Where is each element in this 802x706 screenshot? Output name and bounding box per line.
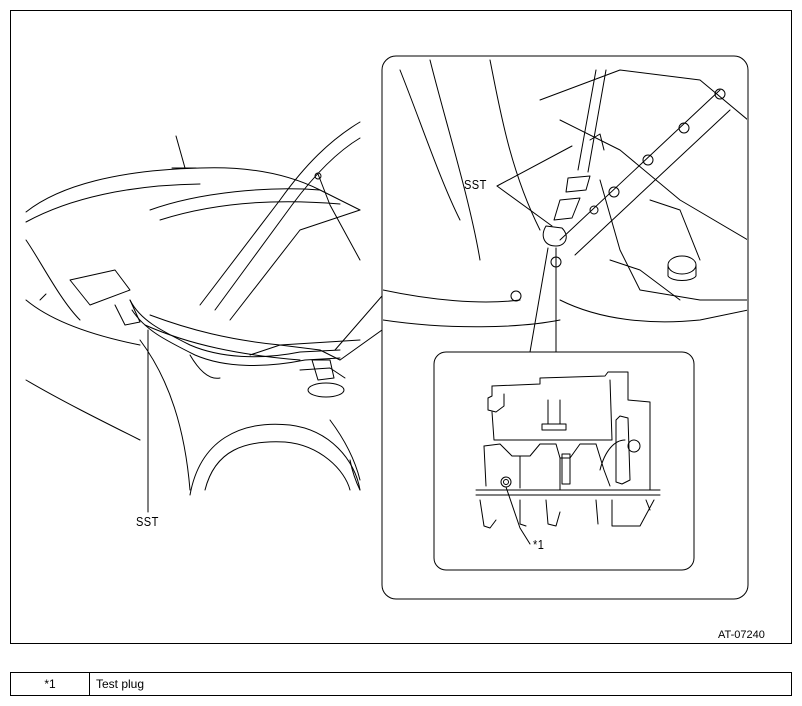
sst-label-right: SST [464, 177, 487, 192]
subinset-wedge [529, 247, 557, 353]
callout-1-leader [505, 486, 531, 545]
callout-1-label: *1 [533, 537, 545, 552]
callout-wedge [334, 295, 383, 361]
legend-description: Test plug [89, 672, 792, 696]
car-illustration [25, 121, 361, 496]
legend-row: *1 Test plug [10, 672, 792, 696]
sst-label-left: SST [136, 514, 159, 529]
figure-frame [10, 10, 792, 644]
oil-pan-detail [475, 371, 661, 545]
figure-id: AT-07240 [718, 629, 765, 641]
legend-table: *1 Test plug [10, 672, 792, 696]
detail-subinset-frame [433, 351, 695, 571]
sst-right-leader-1 [496, 145, 573, 187]
legend-code: *1 [10, 672, 90, 696]
transmission-closeup [383, 59, 747, 353]
sst-right-leader-2 [496, 185, 553, 227]
